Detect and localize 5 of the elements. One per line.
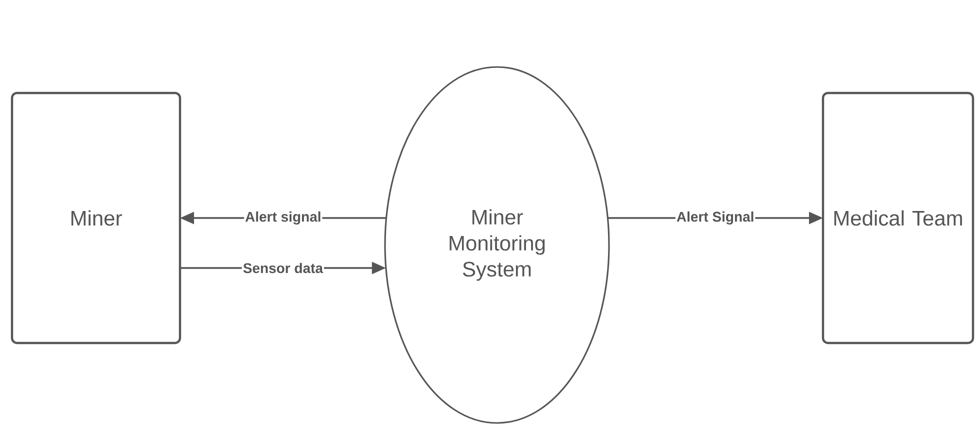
entity-box: Medical Team bbox=[822, 92, 974, 344]
edge-label: Alert Signal bbox=[675, 210, 756, 226]
edge-label: Alert signal bbox=[244, 210, 322, 226]
entity-box: Miner bbox=[10, 92, 182, 344]
edge-label: Sensor data bbox=[242, 262, 324, 274]
